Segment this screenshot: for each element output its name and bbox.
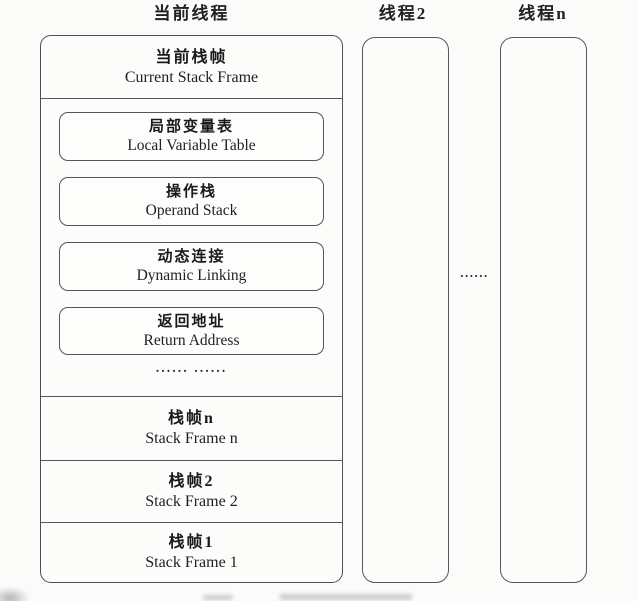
more-components-ellipsis: ...... ...... [155,361,228,376]
return-address-label-zh: 返回地址 [157,313,226,330]
stack-frame-2-label-zh: 栈帧2 [168,473,215,490]
stack-frame-n-label-zh: 栈帧n [168,410,215,427]
stack-frame-1-section: 栈帧1 Stack Frame 1 [41,522,342,582]
local-variable-table-box: 局部变量表 Local Variable Table [59,112,324,161]
current-thread-stack-box: 当前栈帧 Current Stack Frame 局部变量表 Local Var… [40,35,343,583]
local-variable-table-label-en: Local Variable Table [127,137,256,154]
operand-stack-label-zh: 操作栈 [165,184,217,200]
local-variable-table-label-zh: 局部变量表 [148,119,234,135]
operand-stack-box: 操作栈 Operand Stack [59,177,324,226]
stack-frame-n-section: 栈帧n Stack Frame n [41,396,342,460]
current-thread-title: 当前线程 [153,4,230,23]
stack-frame-1-label-zh: 栈帧1 [168,534,215,551]
return-address-label-en: Return Address [143,331,240,349]
more-threads-ellipsis: ...... [460,265,489,280]
stack-frame-2-section: 栈帧2 Stack Frame 2 [41,460,342,522]
thread-2-stack-box [362,37,449,583]
return-address-box: 返回地址 Return Address [59,307,324,355]
stack-frame-1-label-en: Stack Frame 1 [145,554,238,571]
cropped-caption-artifact [203,595,233,600]
dynamic-linking-label-en: Dynamic Linking [136,267,247,284]
operand-stack-label-en: Operand Stack [145,202,238,219]
cropped-caption-artifact [280,594,412,600]
thread-n-title: 线程n [518,4,568,23]
thread-n-stack-box [500,37,587,583]
stack-frame-n-label-en: Stack Frame n [145,430,238,447]
dynamic-linking-box: 动态连接 Dynamic Linking [59,242,324,291]
scan-corner-artifact [0,587,30,601]
current-stack-frame-label-en: Current Stack Frame [124,68,259,86]
current-stack-frame-label-zh: 当前栈帧 [155,48,228,66]
dynamic-linking-label-zh: 动态连接 [157,249,226,265]
thread-2-title: 线程2 [378,4,428,23]
current-stack-frame-detail-section: 局部变量表 Local Variable Table 操作栈 Operand S… [41,98,342,396]
stack-frame-2-label-en: Stack Frame 2 [145,493,238,510]
current-stack-frame-header: 当前栈帧 Current Stack Frame [41,36,342,98]
